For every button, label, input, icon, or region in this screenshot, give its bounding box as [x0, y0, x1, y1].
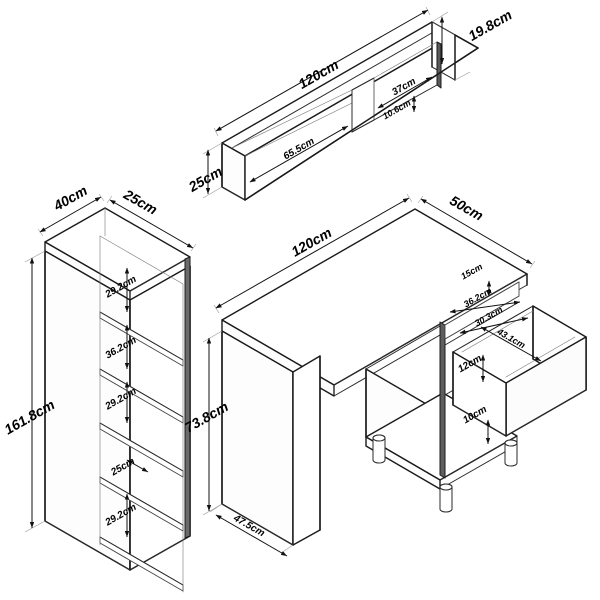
dim-desk-depth: 50cm — [447, 192, 486, 224]
dim-shelf-height: 19.8cm — [465, 6, 514, 43]
dim-case-depth: 25cm — [120, 186, 160, 218]
desk-leg-front-center — [439, 483, 453, 513]
desk-drawing: 120cm 50cm 73.8cm 47.5cm 15cm 36.2cm — [182, 192, 587, 557]
desk-leg-rear-right — [504, 439, 518, 467]
dim-desk-width: 120cm — [288, 224, 334, 259]
wall-shelf-drawing: 120cm 19.8cm 25cm 65.5cm 37cm 10.6cm — [185, 6, 515, 201]
bookcase-drawing: 40cm 25cm 161.8cm 29.2cm 36.2cm 29.2cm 2… — [1, 182, 197, 593]
dim-shelf-depth: 25cm — [185, 163, 225, 195]
desk-leg-front-left — [372, 434, 386, 464]
dim-case-width: 40cm — [50, 182, 90, 214]
